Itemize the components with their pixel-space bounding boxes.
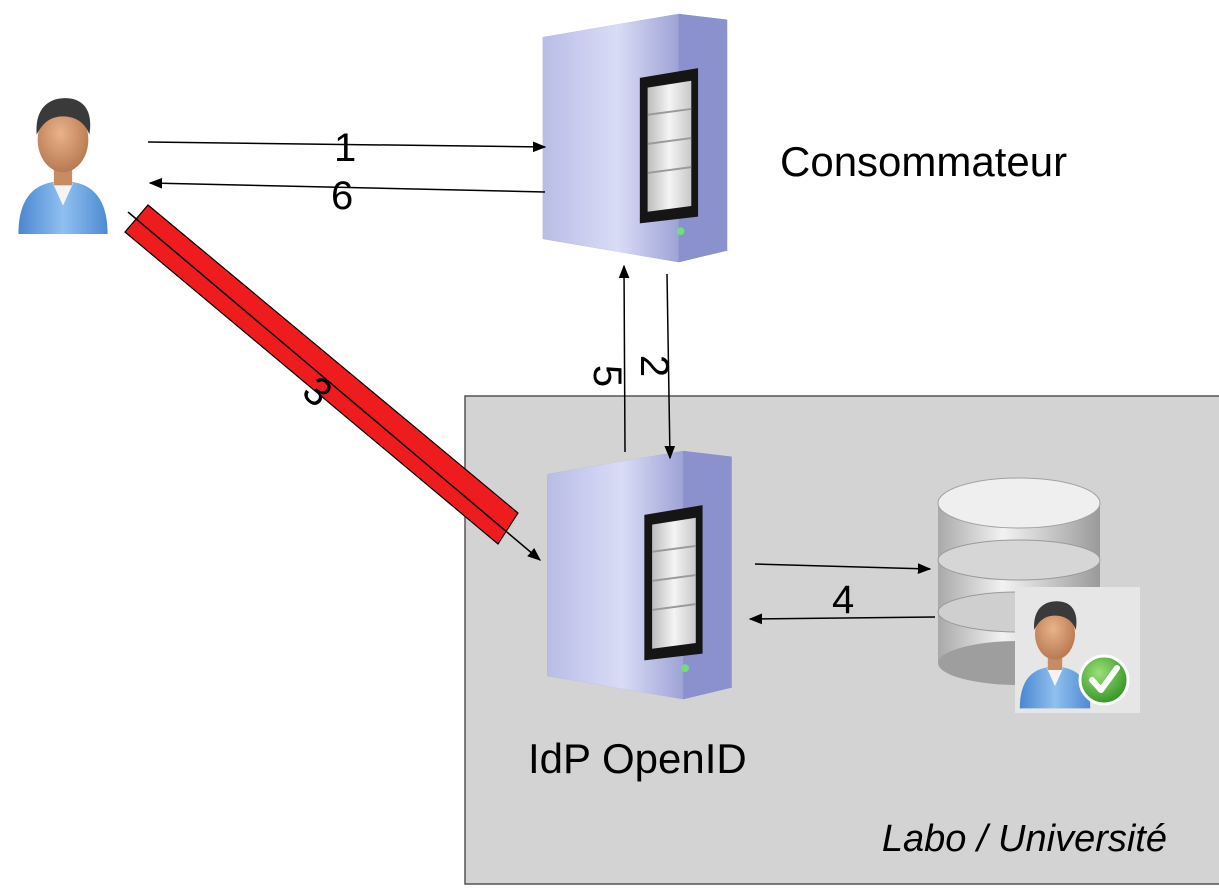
idp-server-icon (546, 449, 733, 701)
verified-user-icon (1015, 587, 1140, 713)
organization-label: Labo / Université (881, 818, 1167, 860)
consumer-label: Consommateur (780, 138, 1068, 185)
arrow-step-2 (664, 273, 676, 460)
arrow-step-4-request (754, 563, 932, 575)
step-4-label: 4 (832, 578, 855, 622)
arrow-step-4-response (748, 613, 936, 625)
consumer-server-icon (541, 12, 729, 264)
user-icon (18, 98, 108, 234)
step-2-label: 2 (632, 354, 677, 378)
arrow-step-5 (618, 264, 630, 453)
arrow-step-1 (147, 141, 547, 153)
idp-label: IdP OpenID (528, 735, 747, 782)
step-6-label: 6 (331, 174, 354, 218)
arrow-step-3 (127, 211, 542, 561)
step-5-label: 5 (585, 364, 630, 388)
arrow-step-6 (148, 177, 546, 193)
step-1-label: 1 (334, 126, 357, 170)
